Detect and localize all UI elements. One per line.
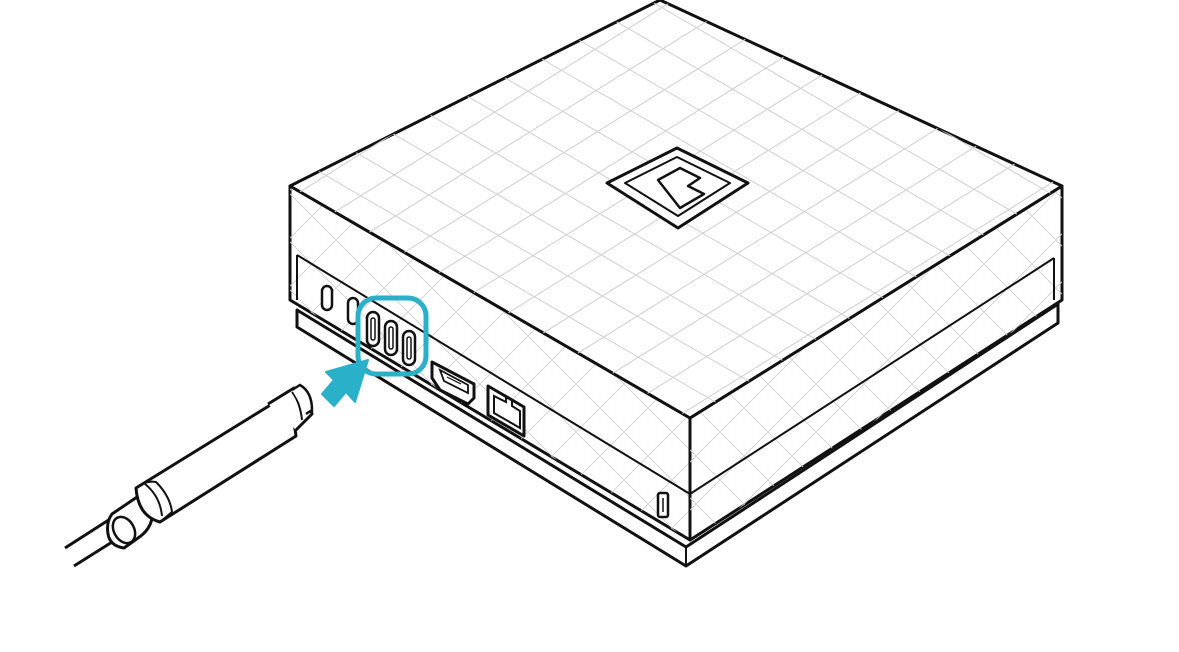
usb-c-port-icon[interactable]	[365, 310, 381, 348]
port-row	[320, 284, 526, 438]
usb-c-cable-icon[interactable]	[64, 383, 314, 568]
port-slot-left	[320, 284, 334, 312]
hdmi-port-icon[interactable]	[430, 360, 476, 406]
ethernet-port-icon[interactable]	[486, 384, 526, 438]
device-right-face	[688, 184, 1064, 542]
usb-c-port-icon[interactable]	[401, 329, 417, 367]
usb-c-port-icon[interactable]	[383, 319, 399, 357]
device-base	[295, 302, 1060, 568]
insert-arrow-icon	[321, 359, 369, 407]
logo-mark-icon	[605, 146, 750, 230]
usb-port-highlight	[355, 295, 429, 377]
